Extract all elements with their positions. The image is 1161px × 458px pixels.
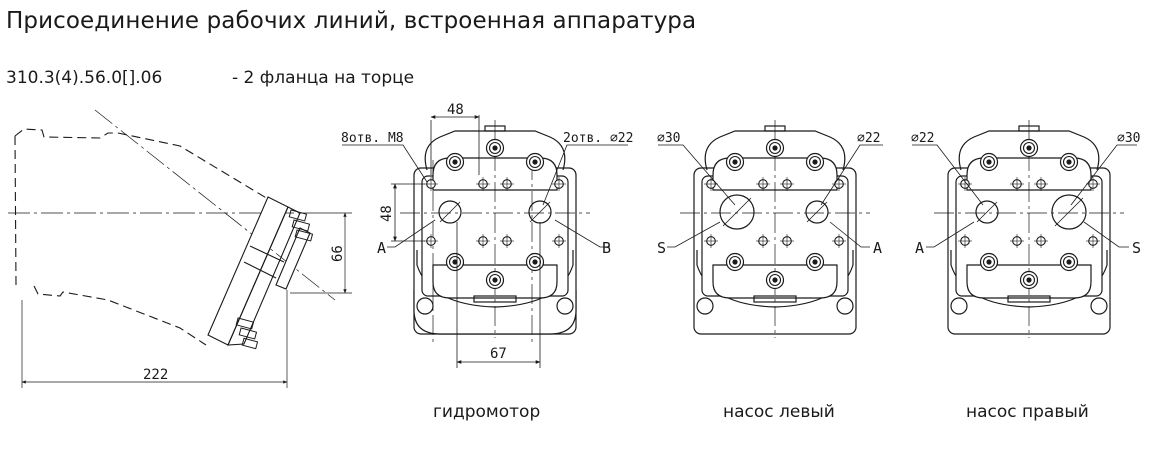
pump-left-label-right: ⌀22	[857, 131, 880, 146]
caption-motor: гидромотор	[433, 402, 541, 422]
pump-right-port-left: A	[915, 239, 924, 257]
pump-right-port-right: S	[1132, 239, 1141, 257]
view-pump-left: ⌀30 ⌀22 S A	[657, 120, 883, 338]
pump-right-label-left: ⌀22	[911, 131, 934, 146]
side-view-drawing	[8, 109, 352, 388]
motor-port-right: B	[602, 239, 611, 257]
pump-left-port-right: A	[873, 239, 882, 257]
pump-right-label-right: ⌀30	[1117, 131, 1140, 146]
view-motor: 8отв. М8 2отв. ⌀22 48 48 67 A B	[341, 102, 633, 368]
pump-left-port-left: S	[657, 239, 666, 257]
motor-label-port: 2отв. ⌀22	[563, 131, 633, 146]
motor-dim-side: 48	[379, 205, 395, 222]
side-dim-length: 222	[143, 367, 168, 383]
caption-pump-right: насос правый	[966, 402, 1089, 422]
caption-pump-left: насос левый	[723, 402, 835, 422]
model-description: - 2 фланца на торце	[232, 68, 415, 88]
motor-dim-top: 48	[447, 102, 464, 118]
view-pump-right: ⌀22 ⌀30 A S	[911, 120, 1141, 338]
pump-left-label-left: ⌀30	[657, 131, 680, 146]
motor-dim-bottom: 67	[490, 346, 507, 362]
page-title: Присоединение рабочих линий, встроенная …	[6, 8, 697, 34]
side-dim-height: 66	[330, 245, 346, 262]
motor-port-left: A	[377, 239, 386, 257]
motor-label-holes: 8отв. М8	[341, 131, 404, 146]
model-code: 310.3(4).56.0[].06	[6, 68, 163, 88]
